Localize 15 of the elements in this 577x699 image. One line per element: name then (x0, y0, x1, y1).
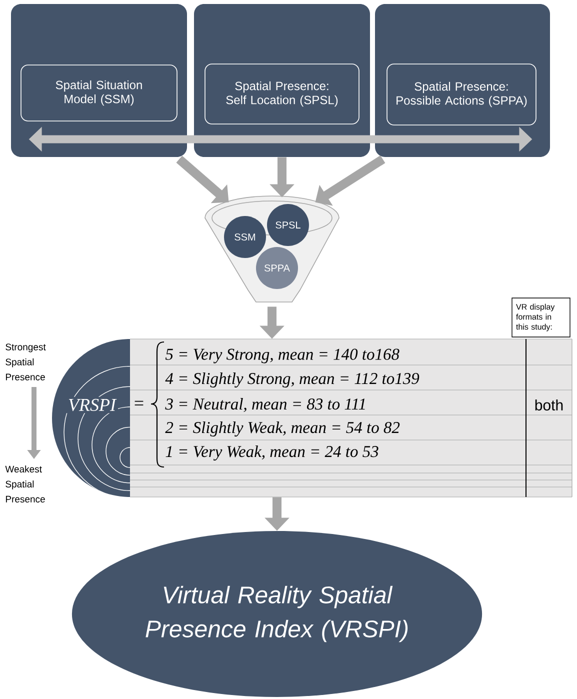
header-box: VR display formats in this study: (512, 298, 570, 338)
text-box: Spatial Presence: Self Location (SPSL) (204, 64, 360, 124)
text-box: Spatial Situation Model (SSM) (20, 64, 178, 122)
table-row-text: 4 = Slightly Strong, mean = 112 to139 (165, 372, 420, 388)
table-row-text: 5 = Very Strong, mean = 140 to168 (165, 348, 400, 364)
side-label: Strongest Spatial Presence (6, 344, 46, 380)
side-label: Weakest Spatial Presence (5, 466, 45, 502)
table-cell-text: both (535, 400, 563, 410)
formula-label: VRSPI (66, 396, 118, 414)
text-box: Spatial Presence: Possible Actions (SPPA) (386, 64, 536, 126)
table-row-text: 2 = Slightly Weak, mean = 54 to 82 (165, 422, 400, 436)
table-row-text: 1 = Very Weak, mean = 24 to 53 (166, 446, 378, 460)
table-row-text: 3 = Neutral, mean = 83 to 111 (165, 398, 365, 412)
oval: Virtual Reality Spatial Presence Index (VRSPI) (72, 531, 482, 697)
equals-sign: = (134, 400, 144, 406)
